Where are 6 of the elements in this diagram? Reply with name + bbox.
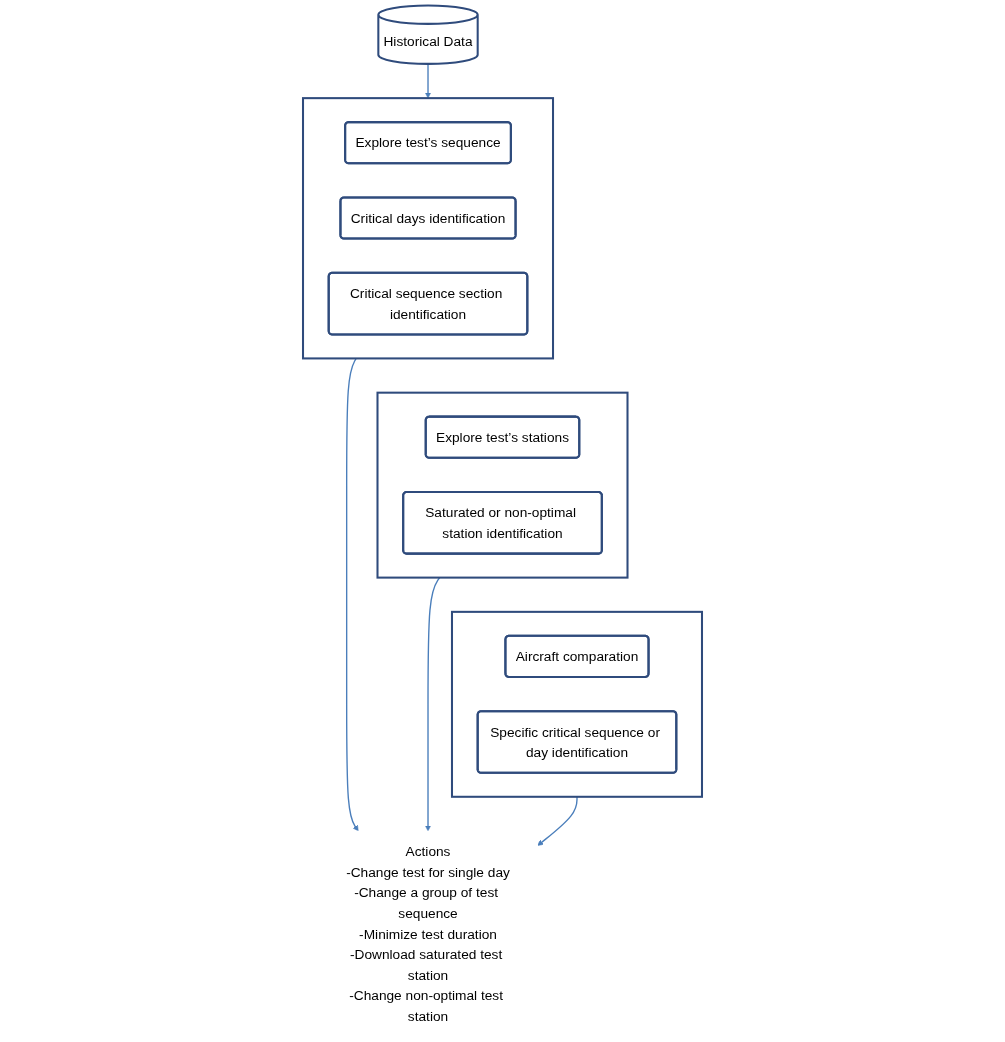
node-text: Actions -Change test for single day -Change a group of test sequence -Minimize test duration -Download saturated test station -Change non-optimal test station [346,844,510,1024]
arrow [537,796,578,846]
cluster [302,97,555,360]
cluster [450,610,703,798]
cluster [376,391,629,579]
arrow [425,63,432,99]
